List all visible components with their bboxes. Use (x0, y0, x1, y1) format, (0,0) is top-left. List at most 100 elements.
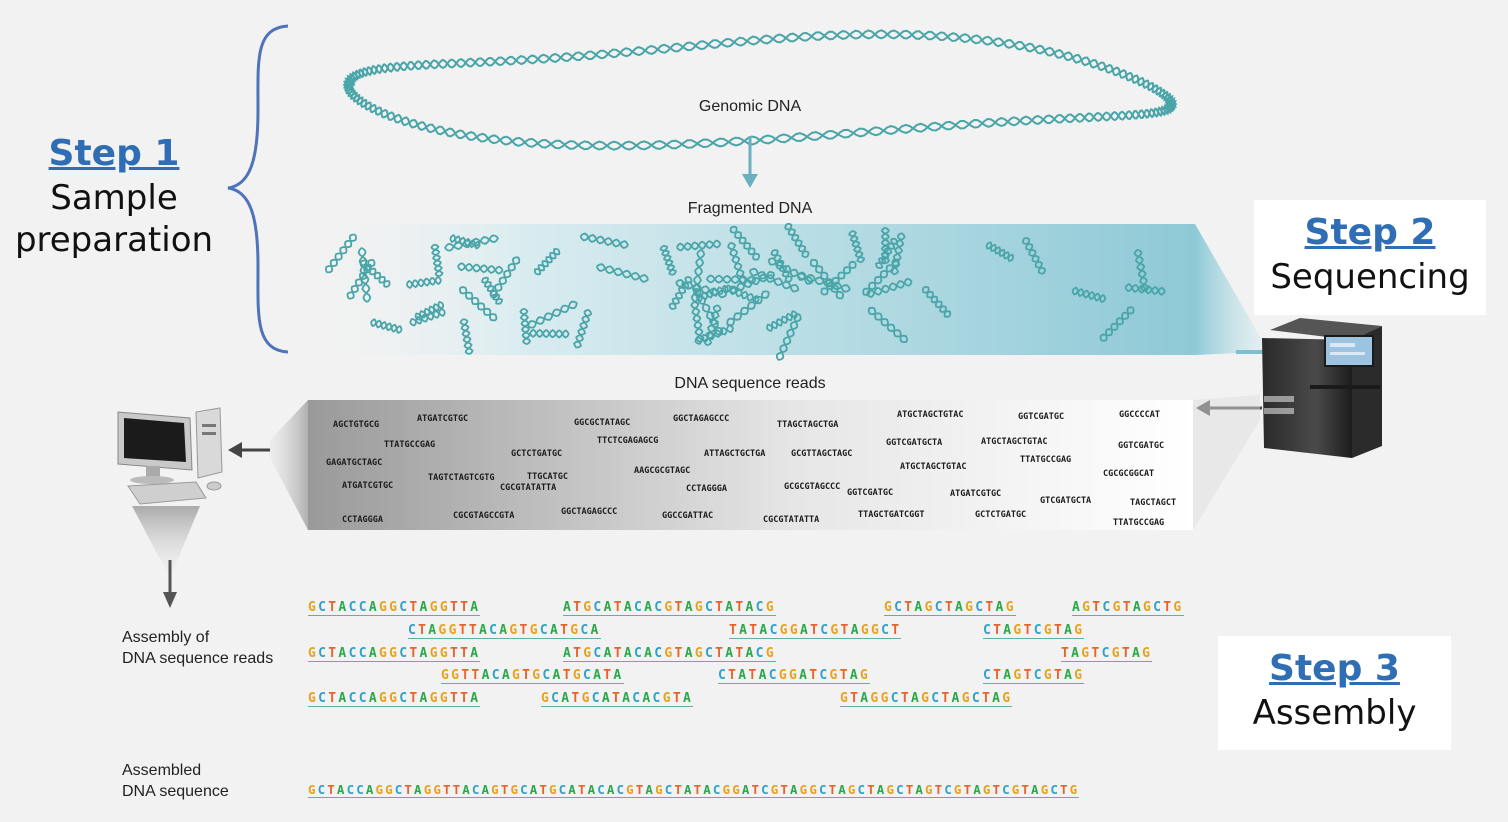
dna-fragment (749, 267, 800, 293)
step2-title: Step 2 (1304, 212, 1436, 253)
dna-fragment (773, 249, 791, 283)
dna-fragment (797, 271, 851, 293)
dna-fragment (695, 286, 729, 301)
dna-fragment (449, 233, 481, 250)
dna-fragment (661, 244, 676, 276)
dna-fragment (694, 287, 722, 336)
dna-fragment (731, 225, 759, 261)
dna-fragment (596, 263, 649, 283)
dna-fragment (726, 291, 770, 325)
dna-fragment (405, 276, 442, 289)
sequence-read: GGCTAGAGCCC (673, 414, 730, 424)
sequence-read: ATGATCGTGC (342, 481, 394, 491)
dna-fragment (370, 318, 403, 335)
assembled-label-line1: Assembled (122, 762, 202, 779)
step3-title: Step 3 (1269, 648, 1400, 689)
dna-fragment (533, 249, 561, 274)
reads-panel (308, 400, 1193, 530)
sequence-read: GAGATGCTAGC (326, 458, 383, 468)
sequence-read: CCTAGGGA (342, 515, 383, 525)
dna-fragment (459, 286, 497, 322)
fragmented-dna-band (300, 224, 1195, 355)
dna-fragment (1099, 307, 1135, 341)
assembled-sequence: GCTACCAGGCTAGGTTACAGTGCATGCATACACGTAGCTA… (308, 782, 1080, 798)
dna-fragment (875, 238, 899, 269)
computer-icon (117, 407, 223, 505)
sequence-read: ATGCTAGCTGTAC (981, 437, 1048, 447)
assembly-read: GCATGCATACACGTA (541, 691, 694, 707)
step3-desc: Assembly (1252, 693, 1417, 733)
assembly-read: CTAGTCGTAG (983, 623, 1085, 639)
sequence-read: TTAGCTGATCGGT (858, 510, 925, 520)
sequence-read: CCTAGGGA (686, 484, 727, 494)
assembled-label: Assembled DNA sequence (122, 760, 229, 802)
dna-fragment (820, 262, 857, 295)
dna-fragment (529, 328, 570, 339)
dna-fragment (414, 303, 444, 319)
dna-fragment (776, 313, 802, 361)
dna-fragment (923, 285, 950, 318)
assembly-label-line1: Assembly of (122, 629, 210, 646)
sequence-read: ATGCTAGCTGTAC (900, 462, 967, 472)
dna-fragment (457, 262, 504, 275)
assembly-read: TAGTCGTAG (1061, 646, 1153, 662)
assembly-read: GCTAGCTAGCTAG (884, 600, 1016, 616)
dna-fragment (690, 249, 706, 303)
dna-fragment (527, 302, 578, 327)
dna-fragment (676, 240, 722, 252)
assembly-read: CTATACGGATCGTAG (718, 668, 871, 684)
dna-fragment (786, 223, 808, 258)
step1-label: Step 1 Sample preparation (0, 133, 228, 260)
genomic-dna-strand (342, 29, 1178, 151)
assembly-label: Assembly of DNA sequence reads (122, 627, 273, 669)
dna-fragment (729, 241, 745, 285)
step3-box: Step 3 Assembly (1218, 636, 1451, 750)
sequence-read: GGTCGATGC (847, 488, 894, 498)
dna-fragment (849, 230, 864, 264)
sequence-read: CGCGTATATTA (500, 483, 557, 493)
dna-fragment (1124, 283, 1166, 296)
assembly-read: ATGCATACACGTAGCTATACG (563, 600, 776, 616)
sequence-read: TTATGCCGAG (384, 440, 436, 450)
dna-fragment (1024, 237, 1044, 275)
sequence-read: TTCTCGAGAGCG (597, 436, 659, 446)
dna-fragment (986, 241, 1014, 262)
sequence-read: GGCGCTATAGC (574, 418, 631, 428)
genomic-dna-strand (342, 29, 1178, 151)
dna-fragment (691, 300, 704, 343)
assembly-read: TATACGGATCGTAGGCT (729, 623, 902, 639)
sequence-read: TAGCTAGCT (1130, 498, 1177, 508)
sequence-read: TTATGCCGAG (1113, 518, 1165, 528)
sequence-read: GCGTTAGCTAGC (791, 449, 853, 459)
sequence-read: ATTAGCTGCTGA (704, 449, 766, 459)
dna-fragment (519, 307, 531, 346)
sequence-read: CGCGTAGCCGTA (453, 511, 515, 521)
sequence-read: TTAGCTAGCTGA (777, 420, 839, 430)
step2-desc: Sequencing (1270, 257, 1470, 297)
sequence-read: TAGTCTAGTCGTG (428, 473, 495, 483)
step1-title: Step 1 (48, 133, 180, 174)
dna-fragment (728, 273, 776, 292)
dna-fragment (694, 326, 735, 343)
assembly-read: ATGCATACACGTAGCTATACG (563, 646, 776, 662)
sequence-read: AAGCGCGTAGC (634, 466, 691, 476)
dna-fragment (811, 258, 843, 300)
sequence-read: GGCCGATTAC (662, 511, 714, 521)
dna-fragment (360, 259, 390, 288)
sequence-read: ATGATCGTGC (950, 489, 1002, 499)
assembly-read: GTAGGCTAGCTAGCTAG (840, 691, 1013, 707)
step1-desc-line1: Sample (50, 178, 178, 218)
dna-fragment (579, 232, 629, 249)
dna-fragment (866, 280, 913, 296)
sequence-read: GGTCGATGC (1018, 412, 1065, 422)
fragmented-dna-label: Fragmented DNA (687, 200, 813, 217)
step1-desc-line2: preparation (14, 220, 214, 260)
dna-fragment (766, 312, 798, 330)
dna-fragment (409, 310, 446, 325)
sequence-read: GCTCTGATGC (975, 510, 1027, 520)
dna-fragment (358, 246, 371, 303)
dna-reads-label: DNA sequence reads (674, 375, 826, 392)
sequence-read: CGCGCGGCAT (1103, 469, 1155, 479)
